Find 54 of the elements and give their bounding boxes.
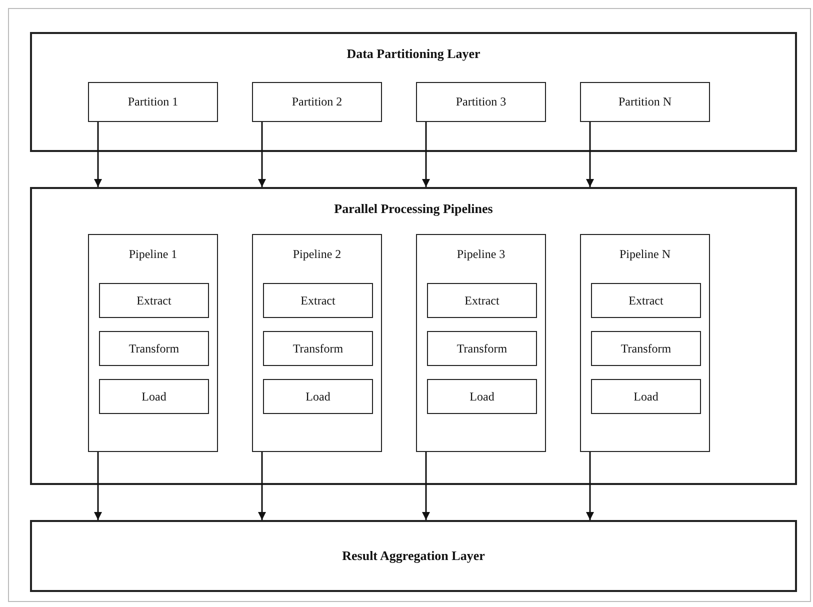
box-label: Transform <box>128 341 180 356</box>
process-box <box>591 331 701 366</box>
pipeline-box <box>416 234 546 452</box>
pipeline-title: Pipeline N <box>618 247 672 262</box>
box-label: Load <box>304 389 332 404</box>
arrow <box>422 122 430 187</box>
process-box <box>99 379 209 414</box>
arrow <box>258 122 266 187</box>
box-label: Partition 1 <box>126 94 180 110</box>
box-label: Extract <box>628 293 664 308</box>
process-box <box>99 283 209 318</box>
process-box <box>416 82 546 122</box>
pipeline-box <box>252 234 382 452</box>
arrow <box>94 122 102 187</box>
pipeline-title: Pipeline 3 <box>456 247 506 262</box>
arrow <box>586 452 594 520</box>
box-label: Transform <box>292 341 344 356</box>
process-box <box>263 331 373 366</box>
box-label: Extract <box>300 293 336 308</box>
layer-panel <box>30 187 797 485</box>
process-box <box>580 82 710 122</box>
process-box <box>99 331 209 366</box>
box-label: Partition N <box>618 94 672 110</box>
pipeline-title: Pipeline 1 <box>128 247 178 262</box>
process-box <box>427 283 537 318</box>
box-label: Partition 2 <box>290 94 344 110</box>
arrow <box>422 452 430 520</box>
process-box <box>252 82 382 122</box>
layer-title: Result Aggregation Layer <box>341 548 486 564</box>
pipeline-title: Pipeline 2 <box>292 247 342 262</box>
process-box <box>427 331 537 366</box>
arrow <box>258 452 266 520</box>
pipeline-box <box>88 234 218 452</box>
box-label: Transform <box>456 341 508 356</box>
box-label: Transform <box>620 341 672 356</box>
process-box <box>591 379 701 414</box>
arrow <box>586 122 594 187</box>
layer-title: Data Partitioning Layer <box>346 46 482 62</box>
box-label: Partition 3 <box>454 94 508 110</box>
arrow <box>94 452 102 520</box>
layer-title: Parallel Processing Pipelines <box>333 201 494 217</box>
box-label: Load <box>468 389 496 404</box>
box-label: Load <box>140 389 168 404</box>
process-box <box>263 379 373 414</box>
box-label: Load <box>632 389 660 404</box>
layer-panel <box>30 32 797 152</box>
process-box <box>427 379 537 414</box>
process-box <box>591 283 701 318</box>
pipeline-box <box>580 234 710 452</box>
box-label: Extract <box>464 293 500 308</box>
process-box <box>88 82 218 122</box>
process-box <box>263 283 373 318</box>
layer-panel <box>30 520 797 592</box>
box-label: Extract <box>136 293 172 308</box>
